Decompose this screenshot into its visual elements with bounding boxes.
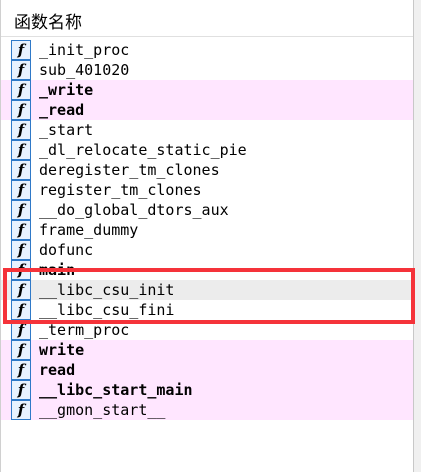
function-name: __gmon_start__ bbox=[39, 401, 166, 419]
function-row[interactable]: f _read bbox=[1, 100, 413, 120]
function-name: sub_401020 bbox=[39, 61, 130, 79]
function-name: _init_proc bbox=[39, 41, 130, 59]
function-name: deregister_tm_clones bbox=[39, 161, 220, 179]
function-name: _dl_relocate_static_pie bbox=[39, 141, 247, 159]
function-row[interactable]: f __libc_start_main bbox=[1, 380, 413, 400]
function-icon: f bbox=[11, 40, 31, 60]
function-row[interactable]: f _start bbox=[1, 120, 413, 140]
scrollbar[interactable] bbox=[413, 0, 421, 472]
function-icon: f bbox=[11, 340, 31, 360]
function-name: _term_proc bbox=[39, 321, 130, 339]
function-row[interactable]: f sub_401020 bbox=[1, 60, 413, 80]
function-row[interactable]: f register_tm_clones bbox=[1, 180, 413, 200]
function-icon: f bbox=[11, 200, 31, 220]
function-icon: f bbox=[11, 240, 31, 260]
function-name: read bbox=[39, 361, 76, 379]
function-icon: f bbox=[11, 260, 31, 280]
function-row[interactable]: f _write bbox=[1, 80, 413, 100]
function-name: _read bbox=[39, 101, 85, 119]
function-name: __libc_start_main bbox=[39, 381, 193, 399]
function-name: register_tm_clones bbox=[39, 181, 202, 199]
function-name: main bbox=[39, 261, 76, 279]
function-row[interactable]: f __libc_csu_fini bbox=[1, 300, 413, 320]
function-name: __libc_csu_fini bbox=[39, 301, 175, 319]
function-row[interactable]: f _dl_relocate_static_pie bbox=[1, 140, 413, 160]
column-header-title: 函数名称 bbox=[14, 13, 82, 33]
function-icon: f bbox=[11, 280, 31, 300]
function-icon: f bbox=[11, 400, 31, 420]
function-icon: f bbox=[11, 160, 31, 180]
function-name: write bbox=[39, 341, 85, 359]
function-icon: f bbox=[11, 120, 31, 140]
function-icon: f bbox=[11, 300, 31, 320]
function-icon: f bbox=[11, 80, 31, 100]
function-icon: f bbox=[11, 140, 31, 160]
function-icon: f bbox=[11, 60, 31, 80]
function-name: __do_global_dtors_aux bbox=[39, 201, 229, 219]
function-row[interactable]: f frame_dummy bbox=[1, 220, 413, 240]
function-name: dofunc bbox=[39, 241, 94, 259]
function-icon: f bbox=[11, 220, 31, 240]
function-row[interactable]: f _term_proc bbox=[1, 320, 413, 340]
function-row[interactable]: f __do_global_dtors_aux bbox=[1, 200, 413, 220]
function-icon: f bbox=[11, 380, 31, 400]
function-icon: f bbox=[11, 320, 31, 340]
function-row[interactable]: f __gmon_start__ bbox=[1, 400, 413, 420]
function-row[interactable]: f _init_proc bbox=[1, 40, 413, 60]
function-icon: f bbox=[11, 180, 31, 200]
function-row[interactable]: f __libc_csu_init bbox=[1, 280, 413, 300]
function-icon: f bbox=[11, 100, 31, 120]
function-name: __libc_csu_init bbox=[39, 281, 175, 299]
function-row[interactable]: f deregister_tm_clones bbox=[1, 160, 413, 180]
function-name: _write bbox=[39, 81, 94, 99]
function-name: _start bbox=[39, 121, 94, 139]
column-header[interactable]: 函数名称 bbox=[1, 0, 414, 37]
function-icon: f bbox=[11, 360, 31, 380]
function-name: frame_dummy bbox=[39, 221, 139, 239]
